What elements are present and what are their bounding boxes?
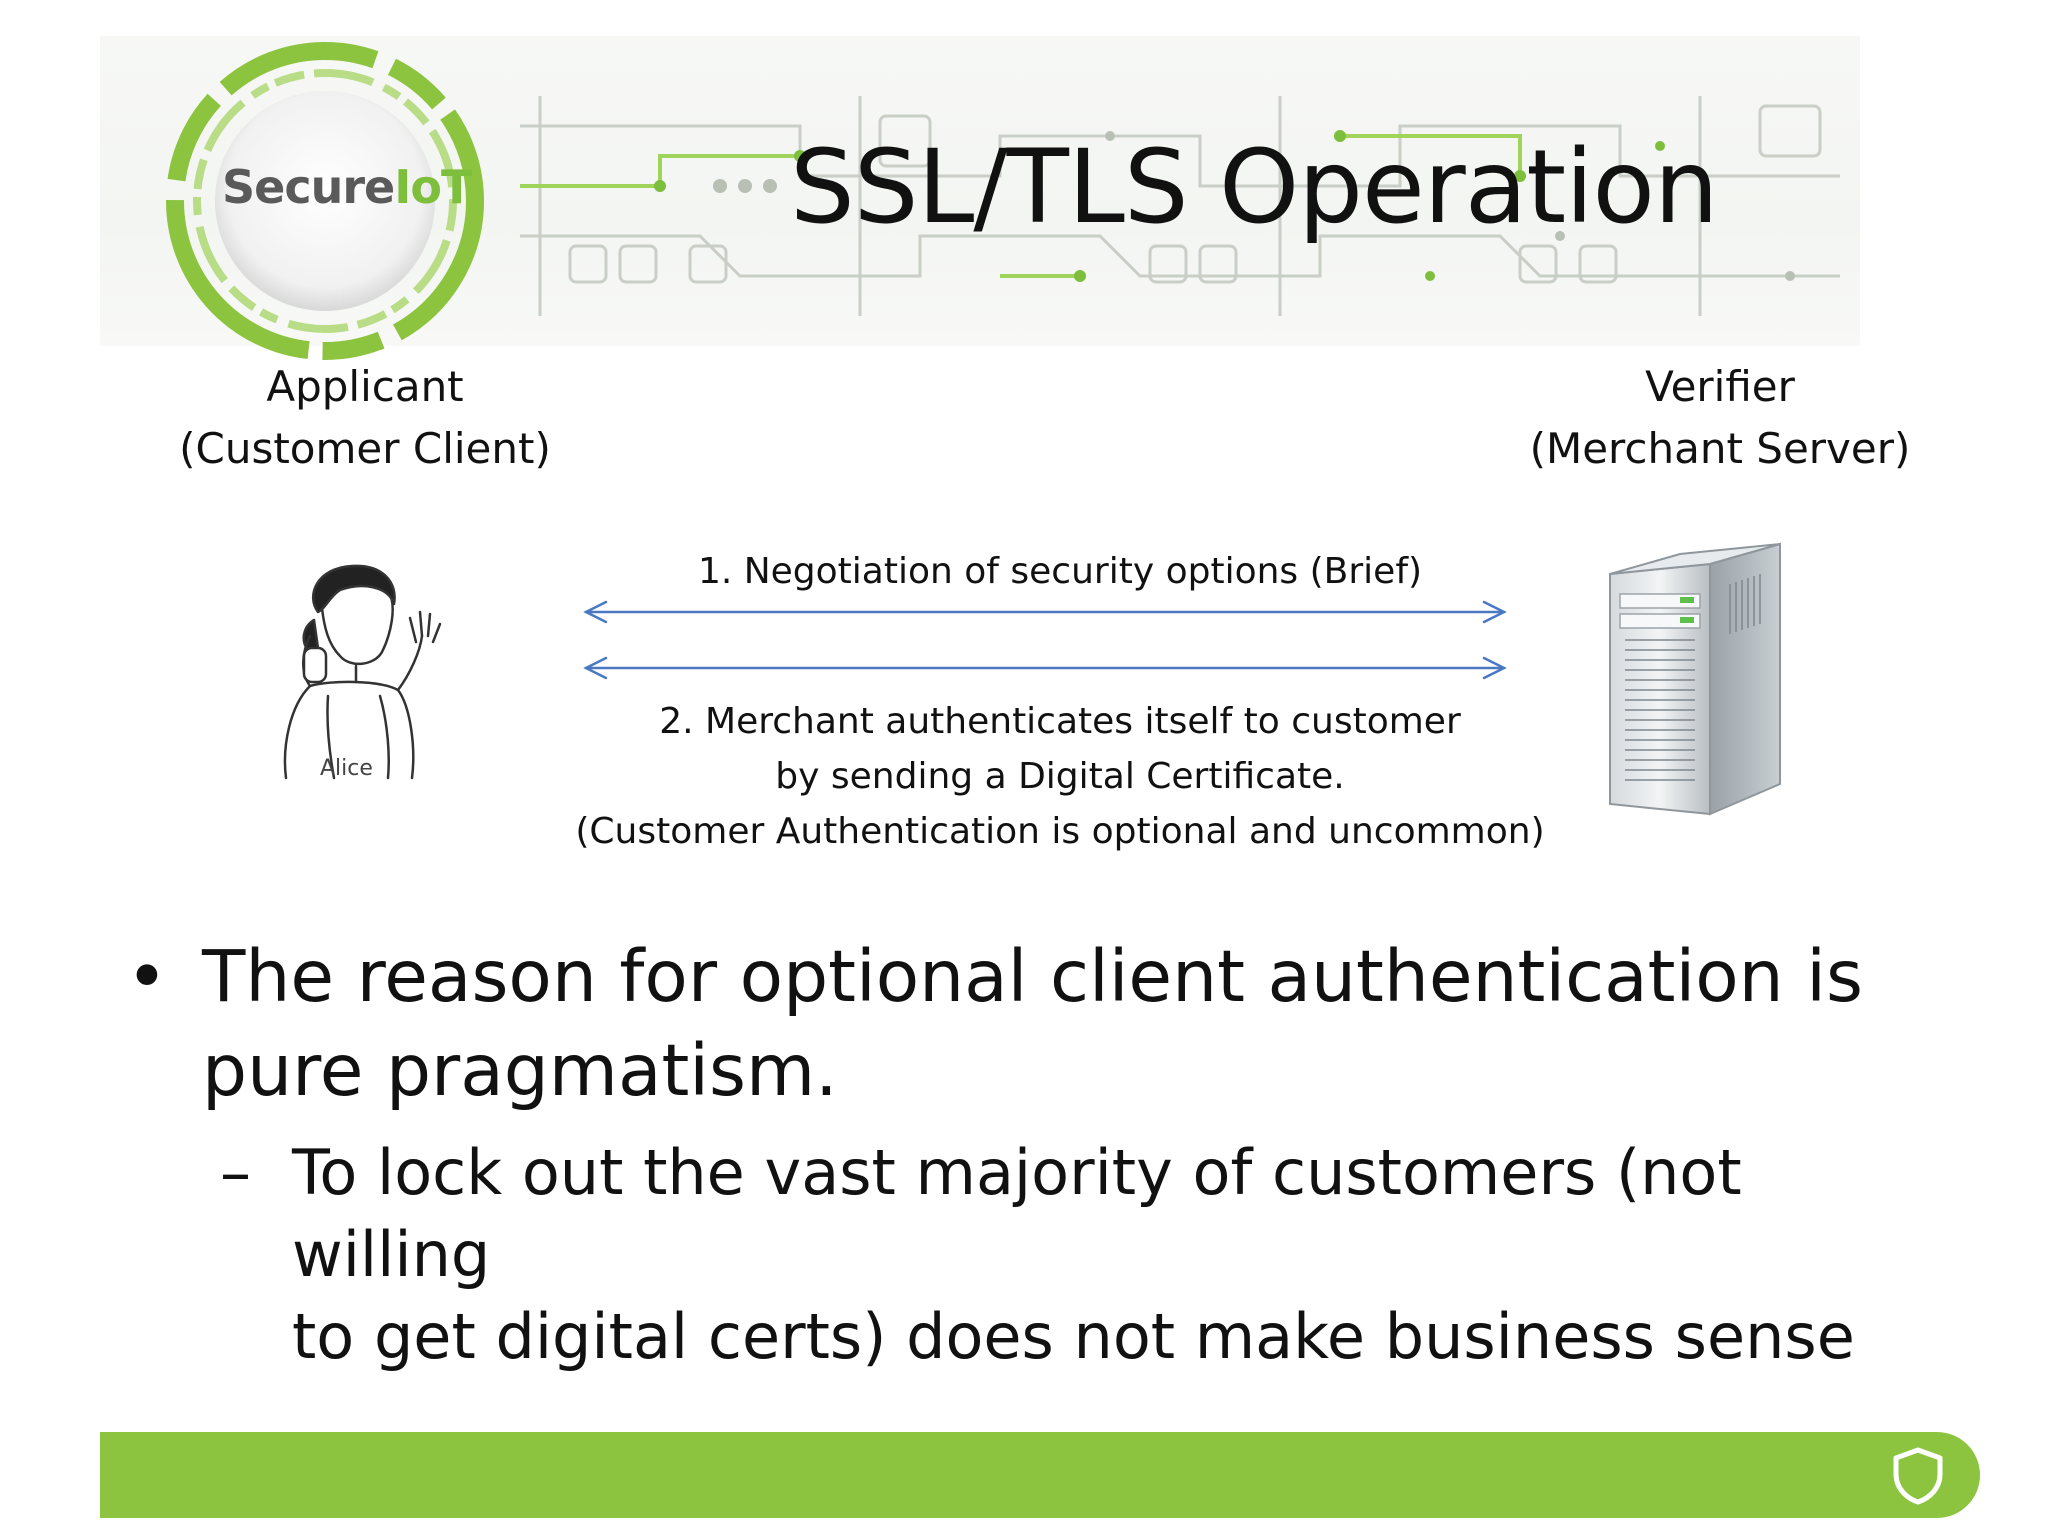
shield-outline-icon <box>1893 1447 1943 1505</box>
secureiot-logo <box>166 42 484 360</box>
message-step2-line1: 2. Merchant authenticates itself to cust… <box>659 701 1461 742</box>
person-on-phone-icon <box>283 564 442 780</box>
bullet-line2: pure pragmatism. <box>202 1029 838 1112</box>
bullet-list: • The reason for optional client authent… <box>120 930 1950 1378</box>
applicant-label: Applicant (Customer Client) <box>160 356 570 480</box>
figure-caption-alice: Alice <box>320 756 373 781</box>
logo-wordmark: SecureIoT <box>222 160 472 214</box>
sub-line2: to get digital certs) does not make busi… <box>292 1300 1855 1373</box>
message-step2-line2: by sending a Digital Certificate. <box>775 756 1345 797</box>
logo-text-accent: IoT <box>394 160 472 214</box>
message-step2-line3: (Customer Authentication is optional and… <box>575 811 1545 852</box>
message-arrows <box>583 600 1507 680</box>
verifier-label: Verifier (Merchant Server) <box>1500 356 1940 480</box>
sub-bullet-item: – To lock out the vast majority of custo… <box>120 1132 1950 1378</box>
footer-bar <box>100 1432 1980 1518</box>
server-tower-icon <box>1609 542 1781 816</box>
bullet-line1: The reason for optional client authentic… <box>202 935 1863 1018</box>
verifier-detail: (Merchant Server) <box>1529 424 1911 473</box>
message-step2: 2. Merchant authenticates itself to cust… <box>520 694 1600 859</box>
slide-title: SSL/TLS Operation <box>790 128 1719 247</box>
applicant-role: Applicant <box>266 362 464 411</box>
verifier-role: Verifier <box>1645 362 1795 411</box>
message-step1: 1. Negotiation of security options (Brie… <box>697 551 1423 592</box>
bullet-item: • The reason for optional client authent… <box>120 930 1950 1118</box>
bullet-marker: • <box>126 935 168 1018</box>
circuit-background <box>520 96 1840 316</box>
applicant-detail: (Customer Client) <box>179 424 551 473</box>
sub-bullet-marker: – <box>220 1136 251 1209</box>
logo-text-main: Secure <box>222 160 395 214</box>
sub-line1: To lock out the vast majority of custome… <box>292 1136 1742 1291</box>
